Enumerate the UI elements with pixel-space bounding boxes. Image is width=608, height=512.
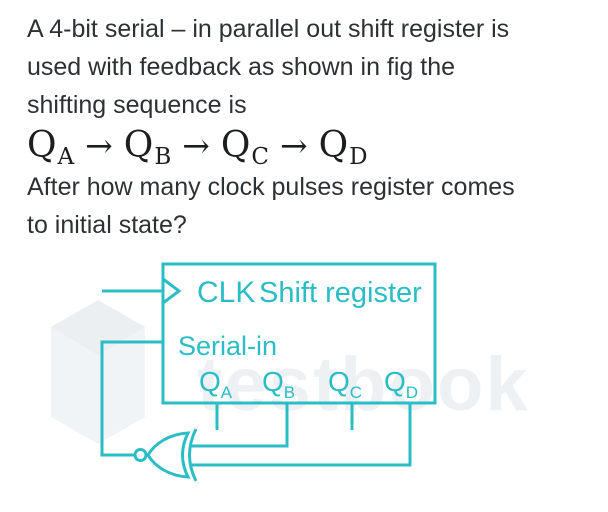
watermark-text: testbook	[197, 342, 530, 427]
testbook-logo-watermark: testbook	[51, 300, 530, 444]
output-label-qb: QB	[262, 366, 295, 402]
question-line-4: After how many clock pulses register com…	[27, 173, 515, 201]
clk-label: CLK	[197, 276, 255, 309]
question-text-block: A 4-bit serial – in parallel out shift r…	[27, 10, 593, 244]
question-line-1: A 4-bit serial – in parallel out shift r…	[27, 15, 510, 43]
qb-to-gate-wire	[190, 403, 289, 448]
watermark-hexagon-top-face	[51, 300, 145, 355]
output-label-qa: QA	[199, 366, 233, 402]
question-line-2: used with feedback as shown in fig the	[27, 53, 456, 81]
question-line-5: to initial state?	[27, 211, 187, 239]
serial-in-label: Serial-in	[178, 331, 277, 361]
inversion-bubble-icon	[133, 448, 148, 462]
output-label-qd: QD	[384, 366, 418, 402]
arrow-glyph: →	[182, 126, 210, 165]
formula-term-qb: QB	[123, 125, 172, 170]
qd-to-gate-wire	[190, 403, 412, 467]
box-title: Shift register	[259, 277, 422, 309]
feedback-wire	[100, 340, 163, 457]
shift-register-circuit-diagram: testbook CLK Shift register Serial-in QA…	[51, 262, 530, 482]
clock-edge-triangle-icon	[161, 276, 182, 306]
arrow-glyph: →	[85, 126, 113, 165]
formula-term-qc: QC	[220, 125, 269, 170]
output-label-qc: QC	[328, 366, 362, 402]
shift-sequence-formula: QA → QB → QC → QD	[27, 124, 593, 170]
xor-input-arc-icon	[188, 428, 198, 482]
question-line-3: shifting sequence is	[27, 91, 247, 119]
formula-term-qd: QD	[318, 125, 368, 170]
shift-register-box	[161, 262, 437, 405]
xnor-gate-icon	[146, 431, 191, 479]
arrow-glyph: →	[280, 126, 308, 165]
formula-term-qa: QA	[27, 125, 75, 170]
